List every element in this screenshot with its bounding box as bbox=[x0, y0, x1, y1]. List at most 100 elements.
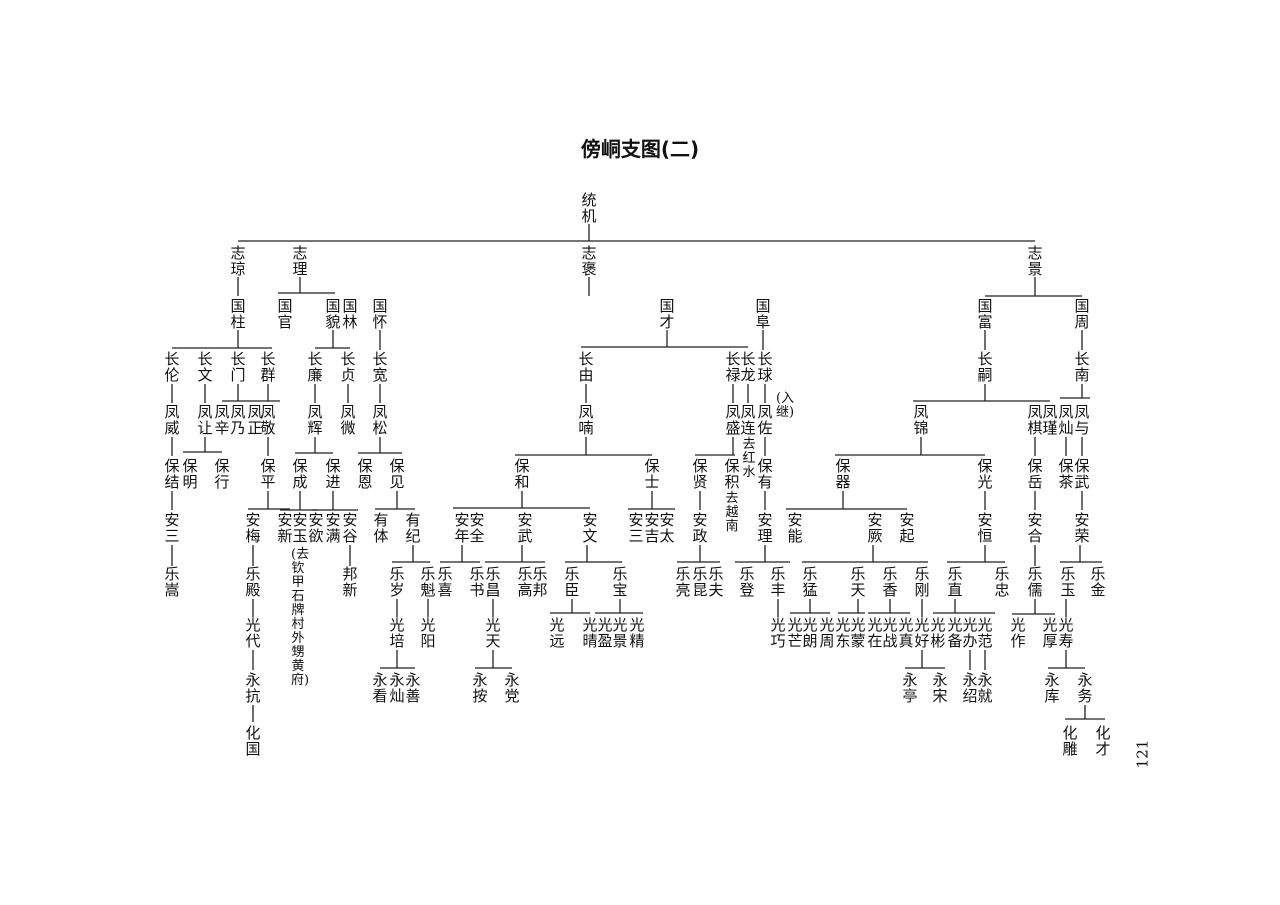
person-node: 乐天 bbox=[850, 565, 866, 599]
root-ancestor-node: 统机 bbox=[581, 191, 597, 225]
person-node: 永按 bbox=[472, 671, 488, 705]
person-node: 凤正 bbox=[247, 403, 263, 437]
person-node: 光寿 bbox=[1058, 616, 1074, 650]
person-node: 邦新 bbox=[342, 565, 358, 599]
person-node: 光景 bbox=[612, 616, 628, 650]
person-node: 长龙 bbox=[740, 350, 756, 384]
person-node: 光东 bbox=[835, 616, 851, 650]
person-node: 永善 bbox=[405, 671, 421, 705]
person-node: 安政 bbox=[692, 511, 708, 545]
person-node: 光天 bbox=[485, 616, 501, 650]
annotation-note: 去越南 bbox=[725, 491, 739, 534]
person-node: 安三 bbox=[164, 511, 180, 545]
person-node: 乐丰 bbox=[770, 565, 786, 599]
person-node: 永就 bbox=[977, 671, 993, 705]
page-title: 傍峒支图(二) bbox=[580, 137, 700, 161]
annotation-note: (入继) bbox=[776, 391, 795, 420]
person-node: 国柱 bbox=[230, 297, 246, 331]
person-node: 光盈 bbox=[597, 616, 613, 650]
person-node: 志琼 bbox=[230, 244, 246, 278]
person-node: 保士 bbox=[644, 457, 660, 491]
person-node: 乐儒 bbox=[1027, 565, 1043, 599]
person-node: 化才 bbox=[1095, 724, 1111, 758]
person-node: 凤松 bbox=[372, 403, 388, 437]
person-node: 国林 bbox=[342, 297, 358, 331]
person-node: 长文 bbox=[197, 350, 213, 384]
person-node: 凤乃 bbox=[230, 403, 246, 437]
person-node: 乐书 bbox=[469, 565, 485, 599]
person-node: 光阳 bbox=[420, 616, 436, 650]
person-node: 乐昌 bbox=[485, 565, 501, 599]
person-node: 光蒙 bbox=[850, 616, 866, 650]
person-node: 凤连 bbox=[740, 403, 756, 437]
person-node: 志褒 bbox=[581, 244, 597, 278]
person-node: 乐直 bbox=[947, 565, 963, 599]
person-node: 长群 bbox=[260, 350, 276, 384]
person-node: 光作 bbox=[1010, 616, 1026, 650]
person-node: 保明 bbox=[182, 457, 198, 491]
person-node: 光培 bbox=[389, 616, 405, 650]
person-node: 永党 bbox=[504, 671, 520, 705]
person-node: 安荣 bbox=[1074, 511, 1090, 545]
person-node: 化国 bbox=[245, 724, 261, 758]
person-node: 乐夫 bbox=[708, 565, 724, 599]
person-node: 保行 bbox=[214, 457, 230, 491]
person-node: 安年 bbox=[454, 511, 470, 545]
person-node: 凤喃 bbox=[578, 403, 594, 437]
person-node: 长伦 bbox=[164, 350, 180, 384]
person-node: 长门 bbox=[230, 350, 246, 384]
person-node: 安满 bbox=[325, 511, 341, 545]
person-node: 长由 bbox=[578, 350, 594, 384]
person-node: 长南 bbox=[1074, 350, 1090, 384]
person-node: 保平 bbox=[260, 457, 276, 491]
person-node: 国周 bbox=[1074, 297, 1090, 331]
person-node: 永务 bbox=[1077, 671, 1093, 705]
person-node: 安理 bbox=[757, 511, 773, 545]
person-node: 乐殿 bbox=[245, 565, 261, 599]
person-node: 乐香 bbox=[882, 565, 898, 599]
person-node: 长禄 bbox=[725, 350, 741, 384]
person-node: 光厚 bbox=[1042, 616, 1058, 650]
person-node: 安起 bbox=[899, 511, 915, 545]
person-node: 保恩 bbox=[357, 457, 373, 491]
person-node: 光晴 bbox=[582, 616, 598, 650]
person-node: 凤棋 bbox=[1027, 403, 1043, 437]
person-node: 安吉 bbox=[644, 511, 660, 545]
person-node: 乐邦 bbox=[532, 565, 548, 599]
person-node: 长宽 bbox=[372, 350, 388, 384]
person-node: 国阜 bbox=[755, 297, 771, 331]
person-node: 保和 bbox=[514, 457, 530, 491]
person-node: 凤威 bbox=[164, 403, 180, 437]
person-node: 安新 bbox=[277, 511, 293, 545]
person-node: 凤瑾 bbox=[1042, 403, 1058, 437]
person-node: 乐昆 bbox=[692, 565, 708, 599]
person-node: 乐魁 bbox=[420, 565, 436, 599]
person-node: 光真 bbox=[898, 616, 914, 650]
person-node: 长贞 bbox=[340, 350, 356, 384]
person-node: 光周 bbox=[819, 616, 835, 650]
person-node: 安三 bbox=[628, 511, 644, 545]
person-node: 光芒 bbox=[787, 616, 803, 650]
person-node: 光范 bbox=[977, 616, 993, 650]
person-node: 永亭 bbox=[902, 671, 918, 705]
person-node: 永库 bbox=[1044, 671, 1060, 705]
person-node: 光代 bbox=[245, 616, 261, 650]
person-node: 凤与 bbox=[1074, 403, 1090, 437]
person-node: 凤灿 bbox=[1058, 403, 1074, 437]
person-node: 国貌 bbox=[325, 297, 341, 331]
person-node: 有纪 bbox=[405, 511, 421, 545]
person-node: 光战 bbox=[882, 616, 898, 650]
person-node: 永灿 bbox=[389, 671, 405, 705]
person-node: 乐猛 bbox=[802, 565, 818, 599]
person-node: 光在 bbox=[867, 616, 883, 650]
person-node: 凤辉 bbox=[307, 403, 323, 437]
person-node: 光办 bbox=[962, 616, 978, 650]
person-node: 保成 bbox=[292, 457, 308, 491]
person-node: 乐喜 bbox=[437, 565, 453, 599]
person-node: 光好 bbox=[914, 616, 930, 650]
person-node: 乐忠 bbox=[994, 565, 1010, 599]
person-node: 乐金 bbox=[1090, 565, 1106, 599]
annotation-note: 去红水 bbox=[742, 437, 756, 480]
person-node: 安合 bbox=[1027, 511, 1043, 545]
